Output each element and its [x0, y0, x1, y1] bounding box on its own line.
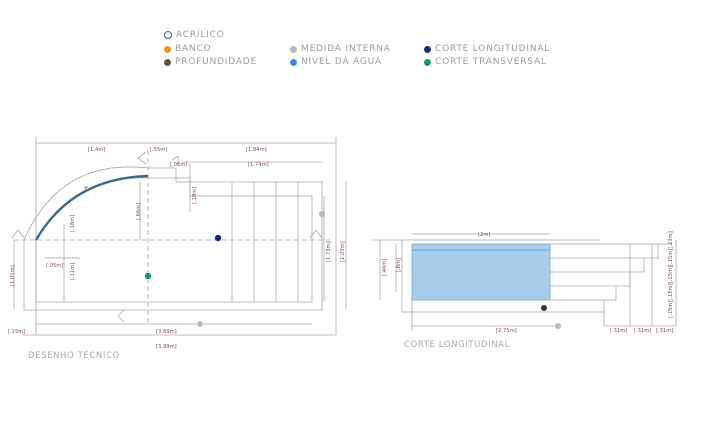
- section-view: [372, 233, 677, 330]
- dim-label: [.06m]: [170, 162, 187, 168]
- dim-label: [1.84m]: [246, 147, 267, 153]
- dot-icon: [290, 58, 297, 66]
- legend-label: CORTE LONGITUDINAL: [435, 44, 551, 54]
- dim-label: [.05m]: [46, 263, 63, 269]
- arrow-icon: [137, 151, 147, 165]
- legend-item-medida-interna: MEDIDA INTERNA: [290, 44, 391, 54]
- water-body: [411, 243, 551, 301]
- dim-label: [.66m]: [136, 203, 142, 220]
- dim-label: [.8m]: [396, 258, 402, 272]
- dim-label: [.18m]: [192, 187, 198, 204]
- dim-label: [1.4m]: [88, 147, 105, 153]
- pool-outer: [23, 166, 323, 311]
- dim-label: [.55m]: [150, 147, 167, 153]
- section-steps: [550, 243, 672, 326]
- dot-icon: [164, 58, 171, 66]
- dot-icon: [290, 45, 297, 53]
- legend-label: MEDIDA INTERNA: [301, 44, 391, 54]
- dim-label: [.31m]: [656, 328, 673, 334]
- arrow-icon: [11, 229, 25, 239]
- arrow-icon: [171, 155, 179, 164]
- dim-label: [.11m]: [70, 263, 76, 280]
- legend-item-banco: BANCO: [164, 44, 211, 54]
- dim-label: [.31m]: [610, 328, 627, 334]
- acrylic-window: [34, 174, 149, 241]
- dim-label: [3.69m]: [156, 329, 177, 335]
- legend-item-profundidade: PROFUNDIDADE: [164, 57, 257, 67]
- marker-medida-interna: [319, 211, 325, 217]
- legend-item-corte-longitudinal: CORTE LONGITUDINAL: [424, 44, 550, 54]
- dim-label: [.15m][.15m][.15m][.15m][.23m]: [668, 231, 674, 318]
- dim-label: [2m]: [478, 232, 490, 238]
- marker-medida-interna: [555, 323, 561, 329]
- dim-label: [.46m]: [382, 259, 388, 276]
- dot-icon: [164, 45, 171, 53]
- dim-label: [.31m]: [634, 328, 651, 334]
- dim-label: [.18m]: [70, 215, 76, 232]
- legend-item-acrilico: ACRÍLICO: [164, 30, 225, 40]
- dim-label: [2.75m]: [496, 328, 517, 334]
- dim-label: [1.74m]: [248, 162, 269, 168]
- dim-label: [3.99m]: [156, 344, 177, 350]
- section-caption: CORTE LONGITUDINAL: [404, 340, 510, 350]
- legend-label: CORTE TRANSVERSAL: [435, 57, 547, 67]
- legend-label: PROFUNDIDADE: [175, 57, 257, 67]
- marker-corte-longitudinal: [214, 234, 222, 242]
- legend-label: BANCO: [175, 44, 212, 54]
- legend-item-nivel-agua: NÍVEL DA ÁGUA: [290, 57, 382, 67]
- legend-label: ACRÍLICO: [176, 30, 225, 40]
- marker-corte-transversal: [144, 272, 152, 280]
- marker-medida-interna: [84, 186, 88, 190]
- plan-caption: DESENHO TÉCNICO: [28, 349, 120, 361]
- dim-label: [1.73m]: [326, 241, 332, 262]
- dot-icon: [424, 58, 431, 66]
- marker-profundidade: [541, 305, 547, 311]
- dim-label: [2.03m]: [340, 241, 346, 262]
- dim-label: [1.01m]: [10, 265, 16, 286]
- arrow-icon: [117, 309, 125, 323]
- legend-item-corte-transversal: CORTE TRANSVERSAL: [424, 57, 547, 67]
- ring-icon: [164, 31, 172, 39]
- dot-icon: [424, 45, 431, 53]
- legend-label: NÍVEL DA ÁGUA: [301, 57, 383, 67]
- dim-label: [.15m]: [8, 329, 25, 335]
- section-outer: [401, 240, 604, 313]
- arrow-icon: [309, 229, 323, 239]
- marker-medida-interna: [197, 321, 203, 327]
